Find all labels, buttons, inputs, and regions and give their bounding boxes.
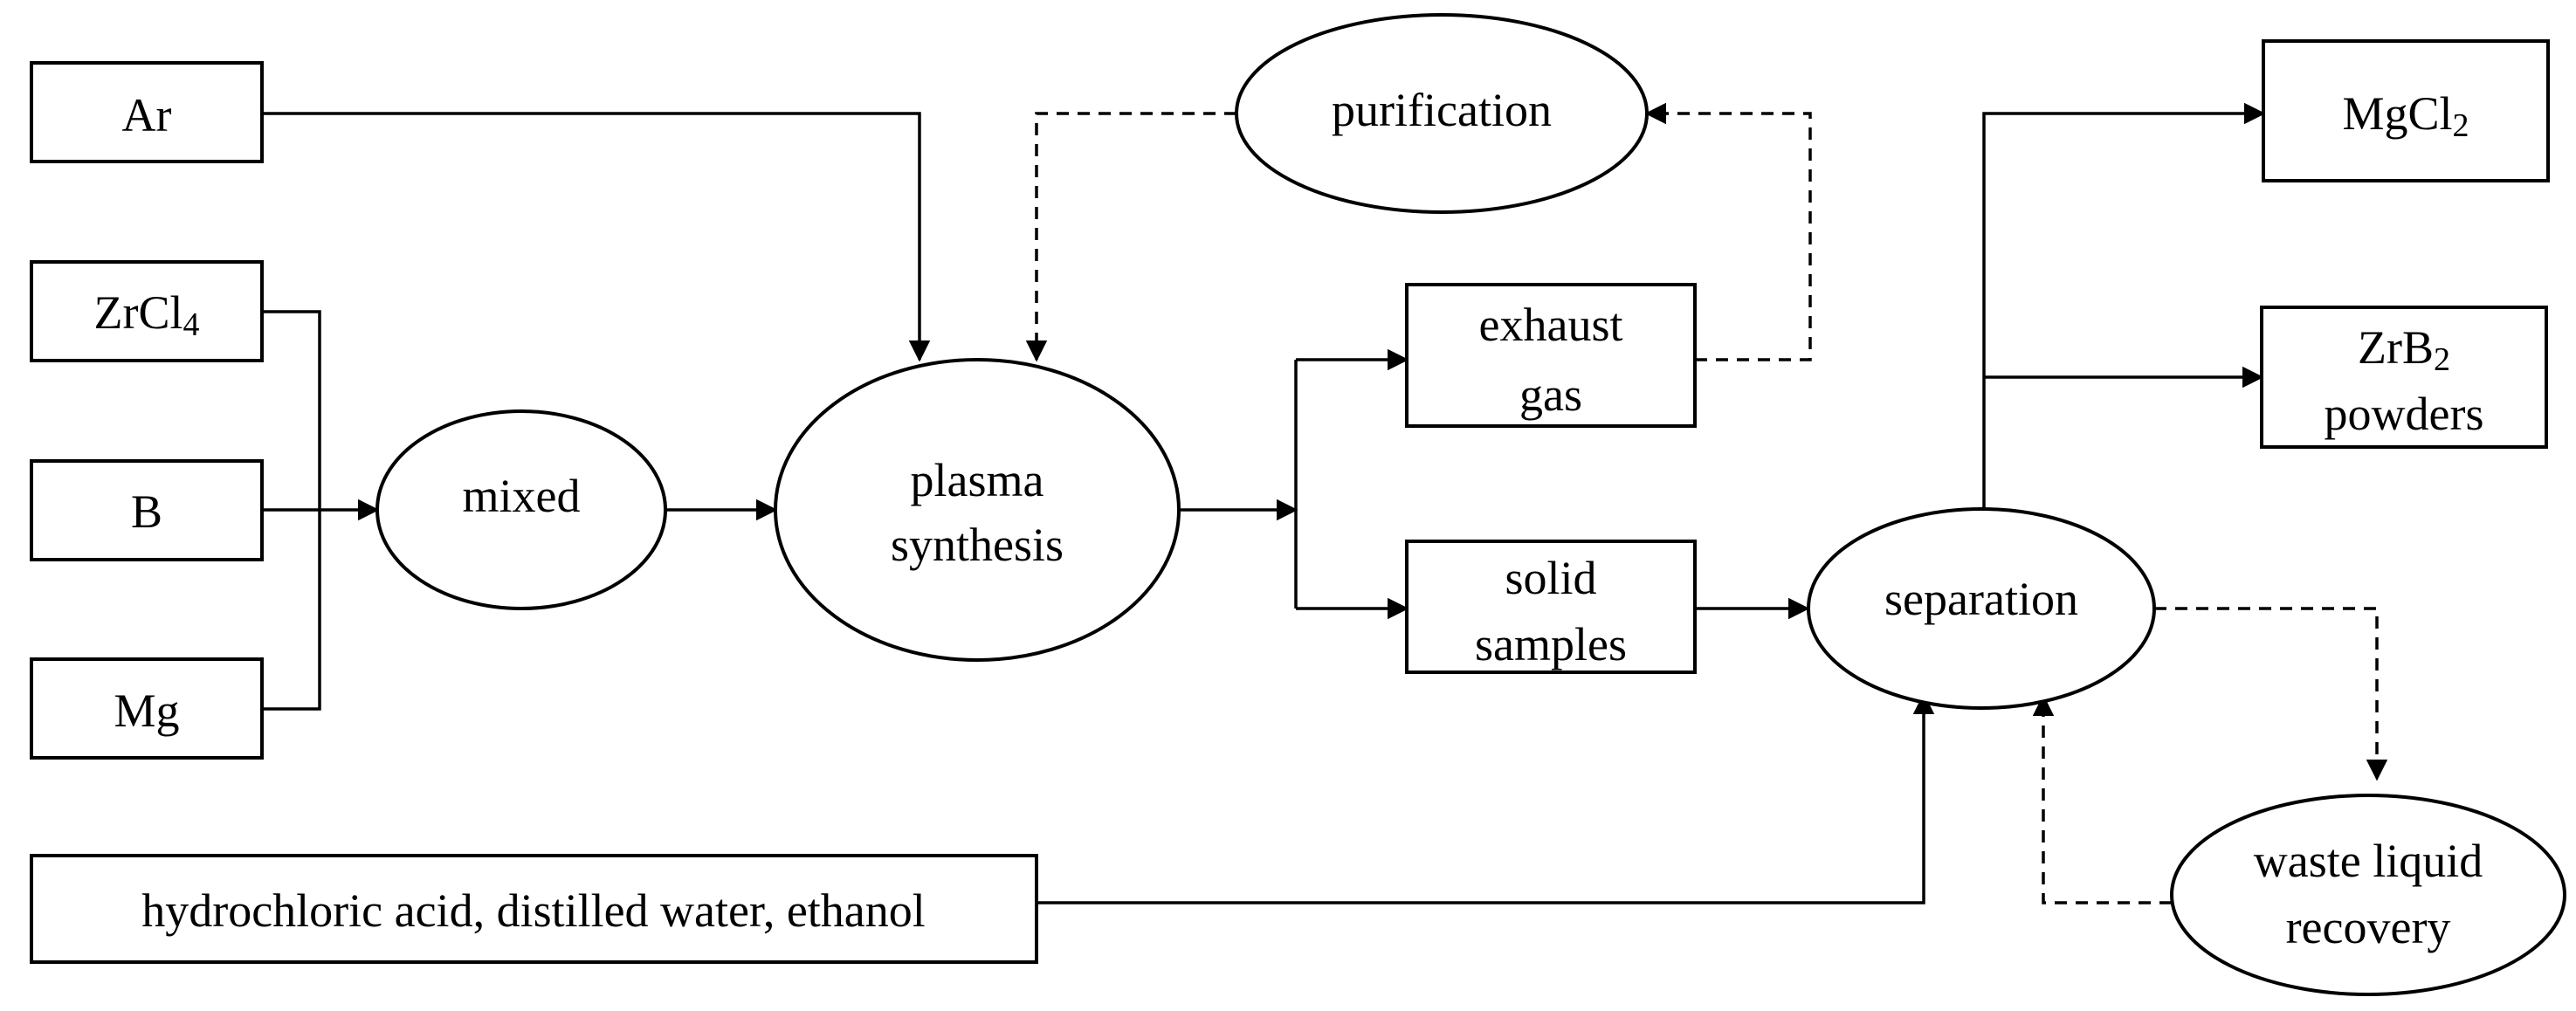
node-purification-label: purification (1332, 84, 1552, 136)
node-zrb2-line1: ZrB2 (2358, 321, 2450, 378)
node-separation: separation (1807, 507, 2156, 710)
node-reagents-label: hydrochloric acid, distilled water, etha… (141, 884, 926, 937)
node-solid-samples: solid samples (1405, 540, 1697, 674)
node-mg: Mg (30, 657, 264, 760)
node-b-label: B (131, 485, 162, 538)
node-zrcl4-label: ZrCl4 (94, 286, 200, 343)
node-ar: Ar (30, 61, 264, 163)
edge-waste-to-separation (2032, 694, 2172, 904)
node-plasma-synthesis: plasma synthesis (774, 358, 1181, 662)
node-ar-label: Ar (122, 89, 172, 141)
node-waste-liquid-recovery: waste liquid recovery (2170, 794, 2566, 996)
node-b: B (30, 459, 264, 561)
node-exhaust-gas-line1: exhaust (1479, 299, 1623, 351)
node-solid-samples-line1: solid (1505, 552, 1596, 604)
node-reagents: hydrochloric acid, distilled water, etha… (30, 854, 1038, 964)
node-solid-samples-line2: samples (1475, 618, 1627, 671)
node-waste-line1: waste liquid (2254, 835, 2483, 887)
edge-purification-to-plasma (1025, 112, 1236, 362)
node-zrb2-powders: ZrB2 powders (2260, 306, 2548, 449)
node-mgcl2: MgCl2 (2262, 39, 2550, 182)
node-zrb2-line2: powders (2325, 388, 2484, 440)
edge-ar-to-plasma (262, 112, 931, 362)
node-mg-label: Mg (114, 684, 179, 737)
node-plasma-line2: synthesis (891, 519, 1064, 571)
node-waste-line2: recovery (2286, 901, 2451, 953)
edge-exhaust-to-purification (1644, 102, 1812, 361)
edge-separation-to-waste (2154, 607, 2388, 781)
edge-separation-to-mgcl2 (1982, 102, 2266, 510)
node-mixed: mixed (375, 409, 667, 610)
node-mgcl2-label: MgCl2 (2342, 87, 2469, 144)
node-exhaust-gas-line2: gas (1519, 368, 1582, 421)
node-exhaust-gas: exhaust gas (1405, 283, 1697, 428)
node-plasma-line1: plasma (911, 454, 1044, 506)
node-mixed-label: mixed (463, 470, 581, 522)
node-zrcl4: ZrCl4 (30, 260, 264, 362)
node-separation-label: separation (1884, 573, 2078, 625)
edge-reagents-to-separation (1037, 692, 1935, 904)
node-purification: purification (1235, 13, 1649, 214)
